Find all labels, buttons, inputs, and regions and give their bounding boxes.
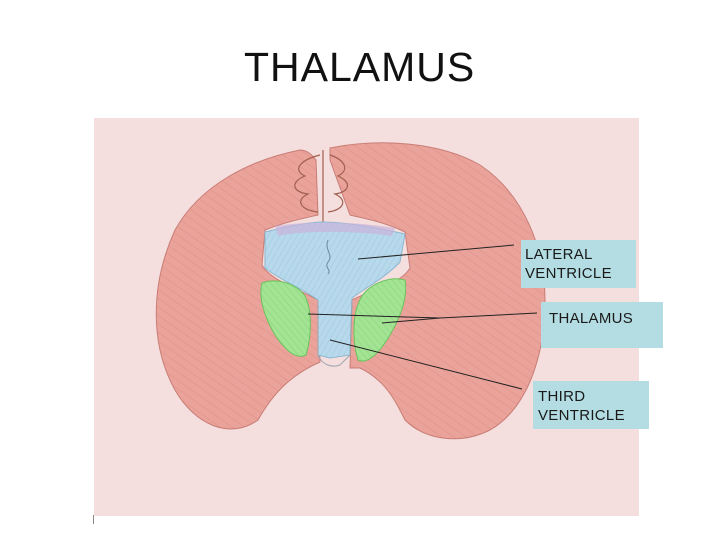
label-lateral-ventricle: LATERAL VENTRICLE: [521, 240, 636, 288]
third-ventricle-outline: [317, 299, 353, 367]
label-third-ventricle-line-2: VENTRICLE: [538, 407, 625, 424]
label-thalamus: THALAMUS: [541, 302, 663, 348]
corpus-callosum-tint: [275, 222, 395, 236]
label-lateral-ventricle-line-1: LATERAL: [525, 246, 593, 263]
septum-squiggle: [326, 239, 331, 275]
slide-title: THALAMUS: [244, 44, 476, 90]
leader-line-third-ventricle: [329, 339, 523, 390]
leader-line-thalamus-right: [381, 317, 441, 324]
label-lateral-ventricle-line-2: VENTRICLE: [525, 265, 612, 282]
label-third-ventricle-line-1: THIRD: [538, 388, 586, 405]
label-third-ventricle: THIRD VENTRICLE: [533, 381, 649, 429]
leader-line-thalamus-left: [307, 313, 441, 319]
page-edge-mark: [93, 515, 94, 524]
label-thalamus-text: THALAMUS: [549, 310, 634, 327]
leader-line-thalamus-main: [439, 312, 538, 319]
leader-line-lateral-ventricle: [357, 244, 515, 260]
